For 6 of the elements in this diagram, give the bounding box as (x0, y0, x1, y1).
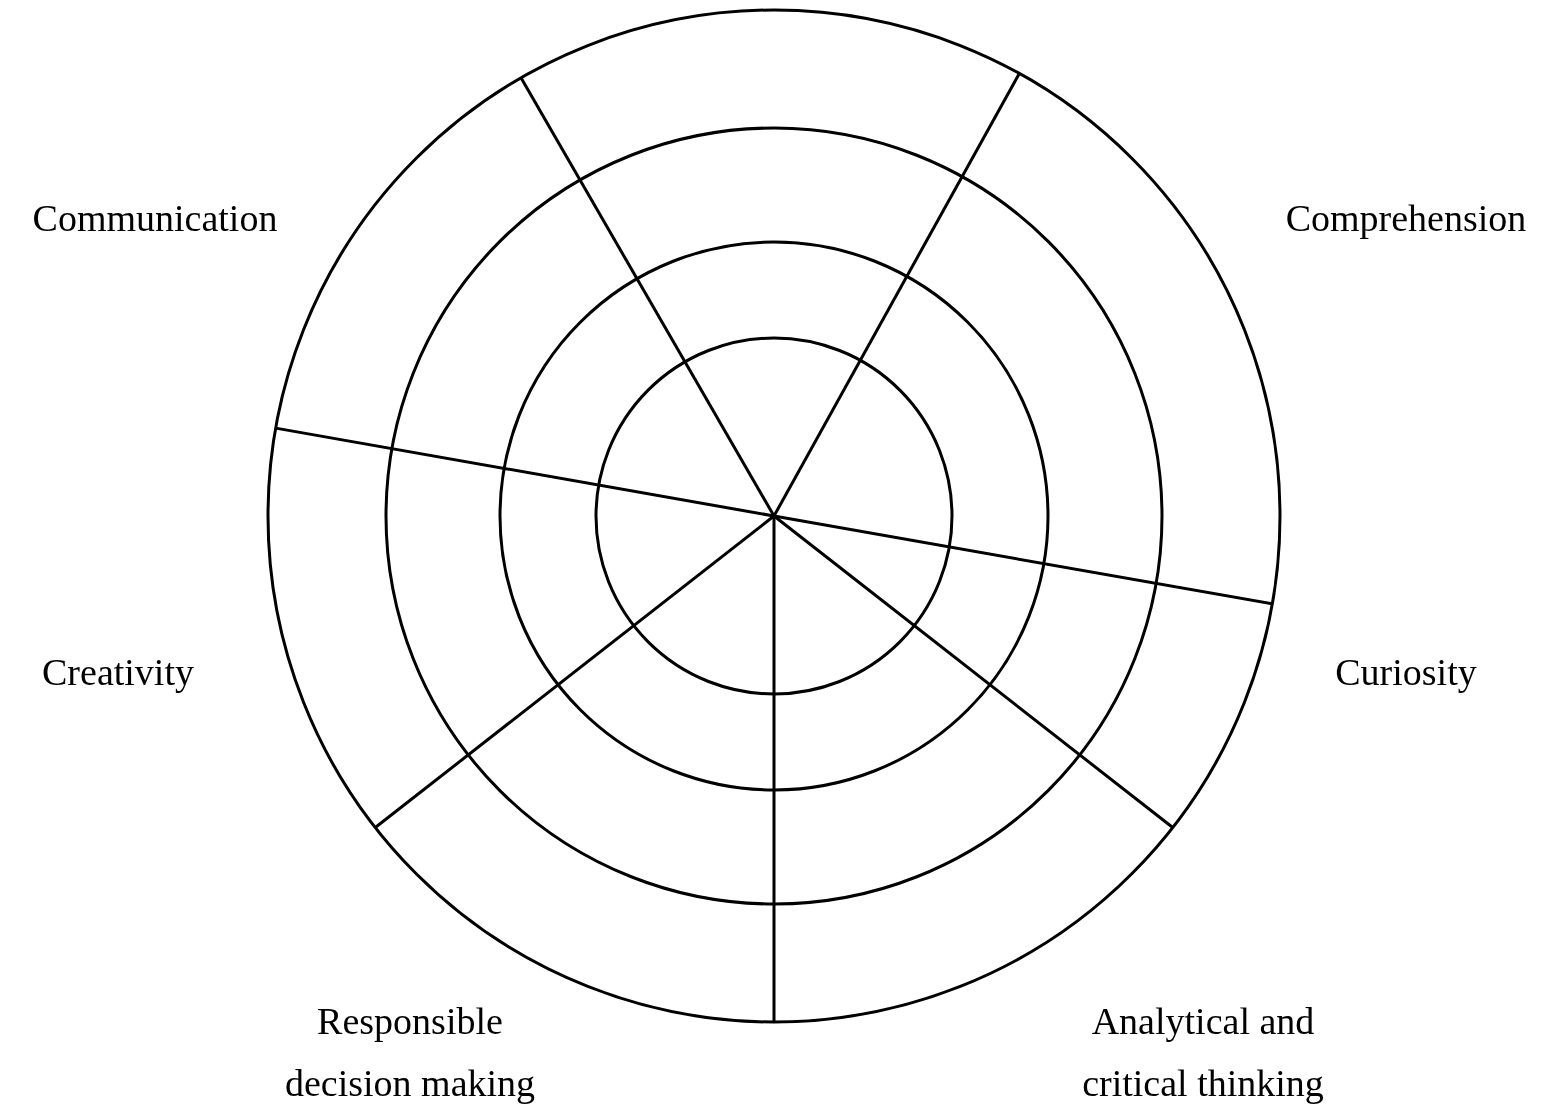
category-label: Comprehension (1284, 196, 1528, 241)
category-label: Creativity (41, 650, 195, 695)
category-label: Communication (31, 196, 279, 241)
category-label: Analytical and critical thinking (1081, 999, 1325, 1105)
category-label: Curiosity (1334, 650, 1478, 695)
category-label: Responsible decision making (283, 999, 537, 1105)
